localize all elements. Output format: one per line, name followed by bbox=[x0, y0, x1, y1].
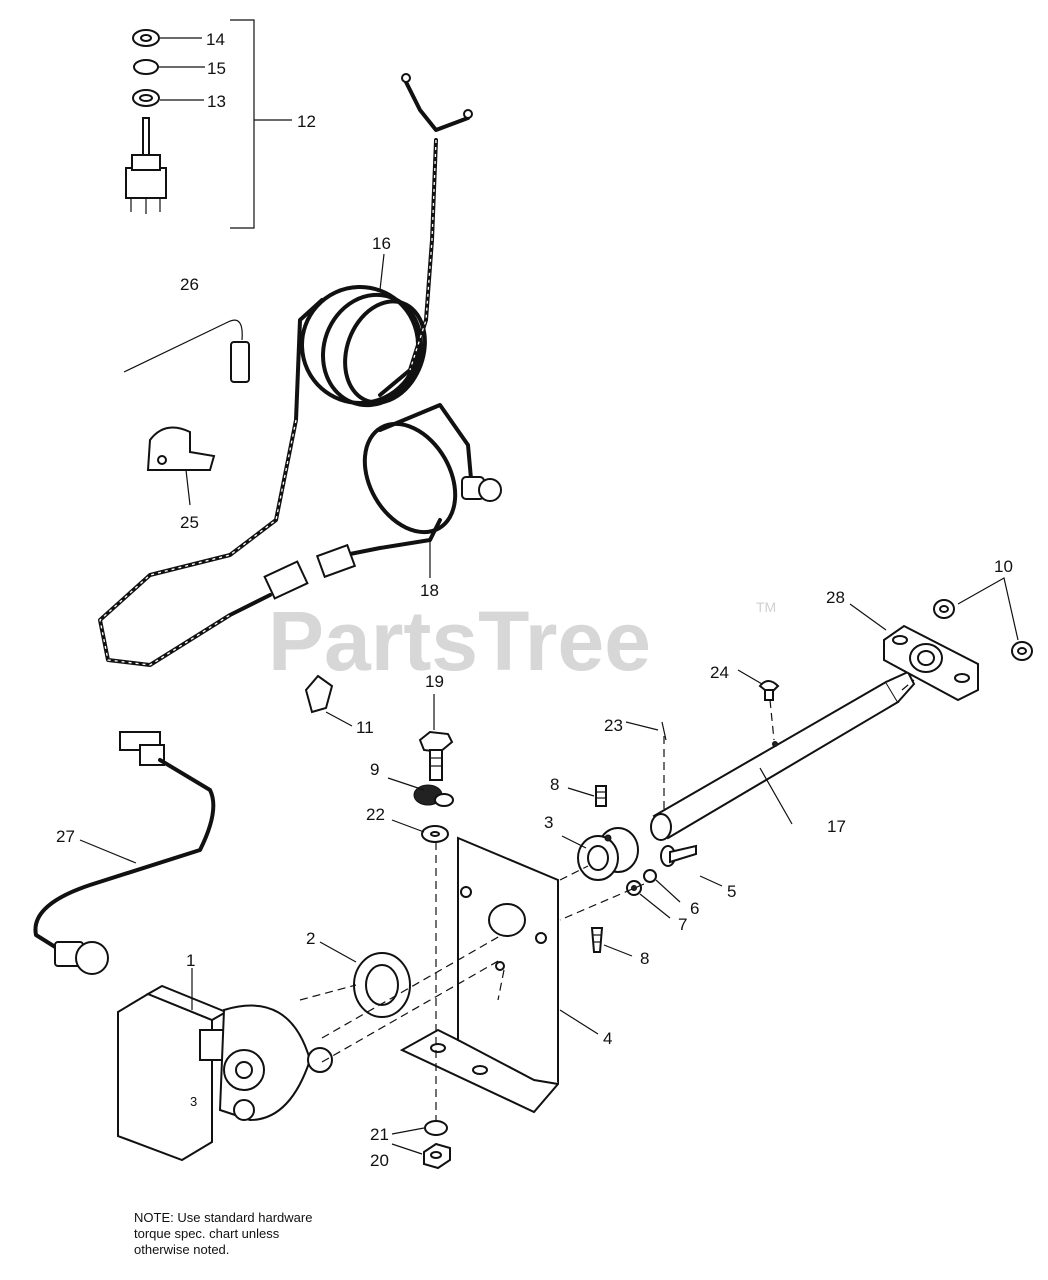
watermark-tm: TM bbox=[756, 599, 776, 615]
switch-kit-group bbox=[125, 19, 292, 229]
small-clip bbox=[304, 674, 334, 714]
drive-shaft bbox=[650, 670, 916, 841]
callout-13: 13 bbox=[207, 92, 226, 111]
flange-nut-lower bbox=[1011, 641, 1033, 661]
callout-5: 5 bbox=[727, 882, 736, 901]
shaft-collar bbox=[577, 827, 639, 881]
assembly-lines bbox=[299, 679, 915, 1120]
toggle-switch bbox=[125, 117, 167, 214]
callout-14: 14 bbox=[206, 30, 225, 49]
setscrew-bottom bbox=[590, 927, 604, 953]
wire-harness bbox=[98, 73, 502, 667]
collar-bolt bbox=[660, 844, 697, 867]
note-line-3: otherwise noted. bbox=[134, 1242, 230, 1257]
motor-cable bbox=[33, 731, 216, 975]
callout-25: 25 bbox=[180, 513, 199, 532]
callout-15: 15 bbox=[207, 59, 226, 78]
callout-20: 20 bbox=[370, 1151, 389, 1170]
setscrew-top bbox=[595, 785, 607, 807]
callout-labels: 14 15 13 12 16 26 25 18 11 19 9 22 27 1 … bbox=[56, 30, 1013, 1170]
hex-nut bbox=[423, 1142, 451, 1170]
watermark: PartsTree bbox=[268, 594, 651, 688]
callout-16: 16 bbox=[372, 234, 391, 253]
callout-4: 4 bbox=[603, 1029, 612, 1048]
grommet bbox=[353, 952, 411, 1018]
callout-3: 3 bbox=[544, 813, 553, 832]
callout-12: 12 bbox=[297, 112, 316, 131]
callout-28: 28 bbox=[826, 588, 845, 607]
callout-22: 22 bbox=[366, 805, 385, 824]
callout-11: 11 bbox=[356, 718, 374, 737]
note-line-1: NOTE: Use standard hardware bbox=[134, 1210, 313, 1225]
pivot-bolt bbox=[418, 730, 454, 781]
callout-18: 18 bbox=[420, 581, 439, 600]
washer-lower bbox=[424, 1120, 448, 1136]
callout-19: 19 bbox=[425, 672, 444, 691]
callout-2: 2 bbox=[306, 929, 315, 948]
sensor-wire bbox=[123, 319, 250, 383]
collar-lockwasher bbox=[643, 869, 657, 883]
mounting-clip bbox=[146, 426, 216, 471]
spacer bbox=[413, 784, 454, 807]
callout-24: 24 bbox=[710, 663, 729, 682]
mounting-bracket bbox=[399, 836, 559, 1114]
callout-17: 17 bbox=[827, 817, 846, 836]
torque-note: NOTE: Use standard hardware torque spec.… bbox=[134, 1210, 394, 1258]
note-line-2: torque spec. chart unless bbox=[134, 1226, 280, 1241]
flange-nut-upper bbox=[933, 599, 955, 619]
shaft-plug bbox=[758, 680, 780, 701]
callout-6: 6 bbox=[690, 899, 699, 918]
callout-27: 27 bbox=[56, 827, 75, 846]
callout-7: 7 bbox=[678, 915, 687, 934]
svg-text:3: 3 bbox=[190, 1094, 197, 1109]
callout-8-bottom: 8 bbox=[640, 949, 649, 968]
callout-10: 10 bbox=[994, 557, 1013, 576]
switch-washer bbox=[133, 59, 159, 75]
roll-pin bbox=[661, 721, 667, 741]
callout-23: 23 bbox=[604, 716, 623, 735]
callout-9: 9 bbox=[370, 760, 379, 779]
callout-26: 26 bbox=[180, 275, 199, 294]
callout-8-top: 8 bbox=[550, 775, 559, 794]
harness-connector bbox=[263, 543, 357, 600]
callout-21: 21 bbox=[370, 1125, 389, 1144]
bearing-flange bbox=[883, 624, 979, 702]
leader-lines bbox=[191, 253, 887, 1155]
callout-1: 1 bbox=[186, 951, 195, 970]
harness-plug bbox=[461, 476, 502, 502]
gear-motor: 3 bbox=[117, 984, 333, 1162]
